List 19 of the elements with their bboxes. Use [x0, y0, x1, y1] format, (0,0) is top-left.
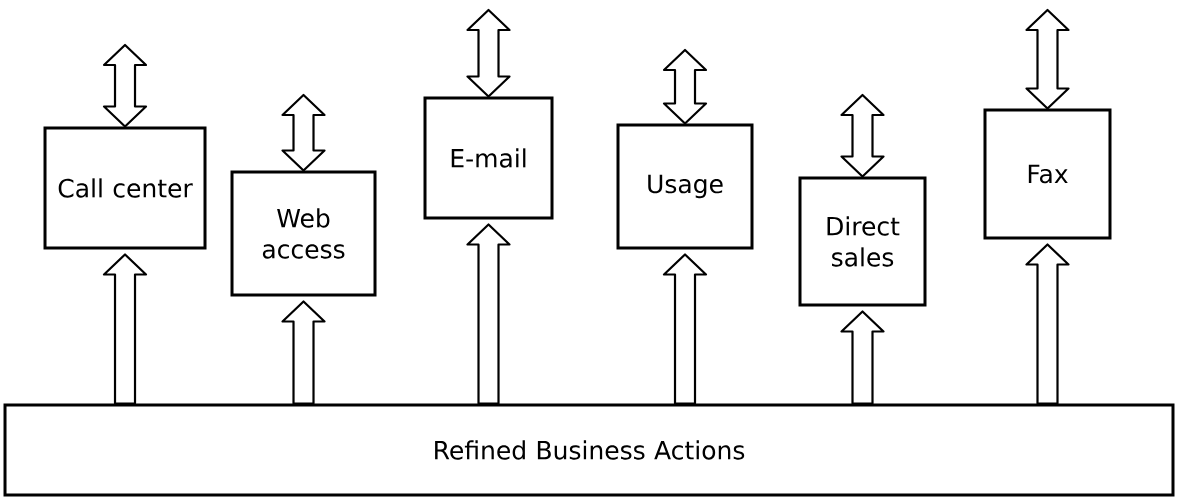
arrow — [102, 43, 148, 128]
arrow — [662, 253, 708, 405]
arrow — [466, 223, 511, 405]
arrow — [840, 93, 885, 178]
band-box: Refined Business Actions — [3, 403, 1175, 497]
channel-box: Fax — [983, 108, 1112, 240]
channel-box: E-mail — [423, 96, 554, 220]
arrow — [281, 300, 326, 405]
channel-box: Usage — [616, 123, 754, 250]
arrow — [1025, 8, 1070, 110]
arrow — [1025, 243, 1070, 405]
arrow — [662, 48, 708, 125]
channel-box: Web access — [230, 170, 377, 297]
channel-box: Direct sales — [798, 176, 927, 307]
arrow — [466, 8, 511, 98]
channel-box: Call center — [43, 126, 207, 250]
arrow — [840, 310, 885, 405]
arrow — [281, 93, 326, 172]
arrow — [102, 253, 148, 405]
